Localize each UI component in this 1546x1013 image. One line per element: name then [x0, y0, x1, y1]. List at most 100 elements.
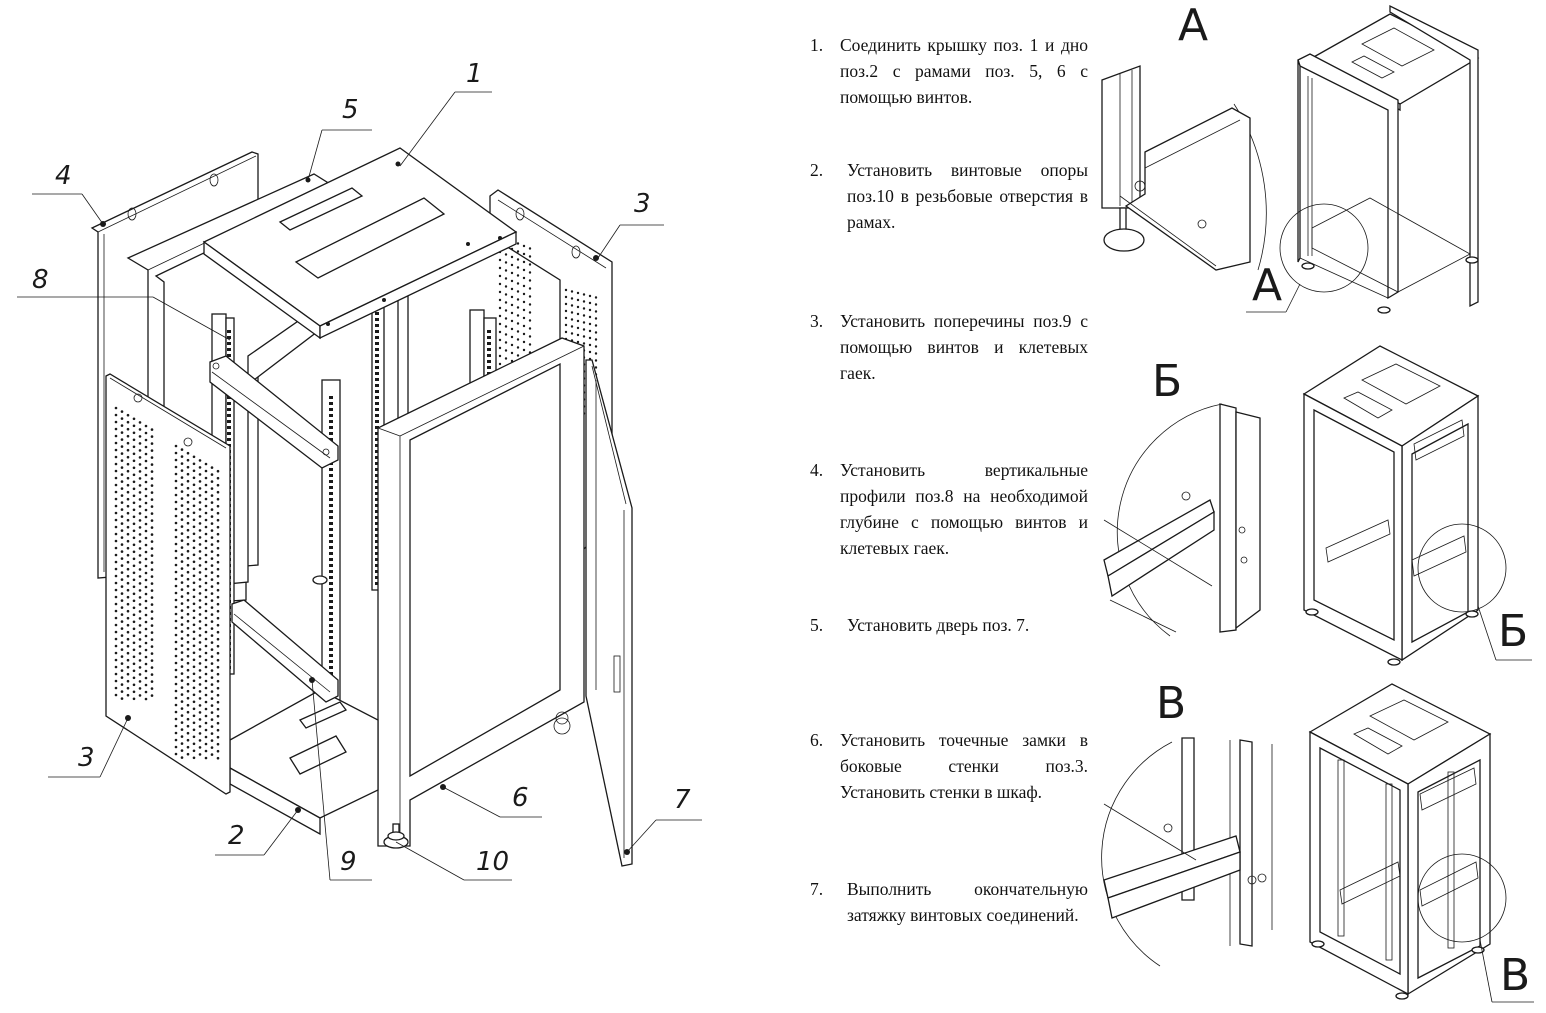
perforation-hole: [174, 696, 178, 700]
perforation-hole: [126, 609, 130, 613]
perforation-hole: [582, 335, 586, 338]
profile-slot: [329, 576, 333, 579]
perforation-hole: [174, 570, 178, 574]
profile-slot: [375, 318, 379, 321]
perforation-hole: [528, 327, 532, 330]
perforation-hole: [504, 325, 508, 328]
perforation-hole: [216, 644, 220, 648]
perforation-hole: [174, 535, 178, 539]
perforation-hole: [504, 317, 508, 320]
perforation-hole: [198, 606, 202, 609]
perforation-hole: [570, 332, 574, 335]
perforation-hole: [180, 749, 184, 752]
perforation-hole: [120, 697, 124, 700]
perforation-hole: [174, 514, 178, 518]
perforation-hole: [594, 345, 598, 348]
profile-slot: [375, 372, 379, 375]
perforation-hole: [210, 669, 214, 672]
perforation-hole: [120, 571, 124, 574]
perforation-hole: [150, 645, 154, 648]
callout-6: 6: [512, 783, 529, 813]
perforation-hole: [216, 497, 220, 501]
perforation-hole: [138, 421, 142, 424]
profile-slot: [329, 474, 333, 477]
perforation-hole: [180, 588, 184, 591]
perforation-hole: [594, 296, 598, 299]
perforation-hole: [216, 574, 220, 578]
perforation-hole: [516, 266, 520, 269]
bottom-base: [229, 689, 379, 836]
profile-slot: [329, 642, 333, 645]
profile-slot: [487, 342, 491, 345]
perforation-hole: [138, 498, 142, 501]
profile-slot: [375, 312, 379, 315]
perforation-hole: [198, 536, 202, 539]
profile-slot: [375, 468, 379, 471]
perforation-hole: [516, 298, 520, 301]
perforation-hole: [204, 623, 208, 627]
perforation-hole: [186, 752, 190, 756]
perforation-hole: [198, 571, 202, 574]
perforation-hole: [120, 480, 124, 483]
perforation-hole: [138, 463, 142, 466]
perforation-hole: [114, 420, 118, 424]
perforation-hole: [174, 612, 178, 616]
profile-slot: [375, 402, 379, 405]
perforation-hole: [216, 511, 220, 515]
perforation-hole: [210, 557, 214, 560]
profile-slot: [375, 474, 379, 477]
perforation-hole: [216, 525, 220, 529]
perforation-hole: [528, 255, 532, 258]
perforation-hole: [138, 428, 142, 431]
perforation-hole: [138, 540, 142, 543]
perforation-hole: [114, 448, 118, 452]
profile-slot: [329, 540, 333, 543]
perforation-hole: [120, 508, 124, 511]
perforation-hole: [144, 599, 148, 603]
perforation-hole: [144, 606, 148, 610]
perforation-hole: [174, 717, 178, 721]
perforation-hole: [138, 638, 142, 641]
perforation-hole: [192, 672, 196, 676]
perforation-hole: [204, 714, 208, 718]
perforation-hole: [114, 546, 118, 550]
perforation-hole: [126, 651, 130, 655]
perforation-hole: [594, 331, 598, 334]
perforation-hole: [210, 739, 214, 742]
perforation-hole: [564, 302, 568, 306]
perforation-hole: [150, 687, 154, 690]
step-number: 2.: [810, 160, 824, 180]
profile-slot: [329, 468, 333, 471]
perforation-hole: [174, 542, 178, 546]
perforation-hole: [174, 710, 178, 714]
perforation-hole: [180, 546, 184, 549]
profile-slot: [375, 492, 379, 495]
profile-slot: [487, 366, 491, 369]
perforation-hole: [126, 644, 130, 648]
perforation-hole: [198, 578, 202, 581]
perforation-hole: [210, 578, 214, 581]
perforation-hole: [138, 673, 142, 676]
perforation-hole: [150, 603, 154, 606]
step-2: 2. Установить винтовые опоры поз.10 в ре…: [810, 157, 1088, 235]
perforation-hole: [126, 539, 130, 543]
perforation-hole: [198, 459, 202, 462]
perforation-hole: [174, 479, 178, 483]
perforation-hole: [114, 686, 118, 690]
perforation-hole: [180, 637, 184, 640]
perforation-hole: [198, 711, 202, 714]
profile-slot: [329, 558, 333, 561]
profile-slot: [329, 432, 333, 435]
perforation-hole: [180, 728, 184, 731]
perforation-hole: [180, 630, 184, 633]
perforation-hole: [204, 511, 208, 515]
perforation-hole: [144, 522, 148, 526]
profile-slot: [329, 510, 333, 513]
perforation-hole: [204, 749, 208, 753]
perforation-hole: [174, 563, 178, 567]
perforation-hole: [180, 651, 184, 654]
perforation-hole: [198, 564, 202, 567]
perforation-hole: [498, 338, 502, 342]
perforation-hole: [192, 539, 196, 543]
perforation-hole: [114, 525, 118, 529]
